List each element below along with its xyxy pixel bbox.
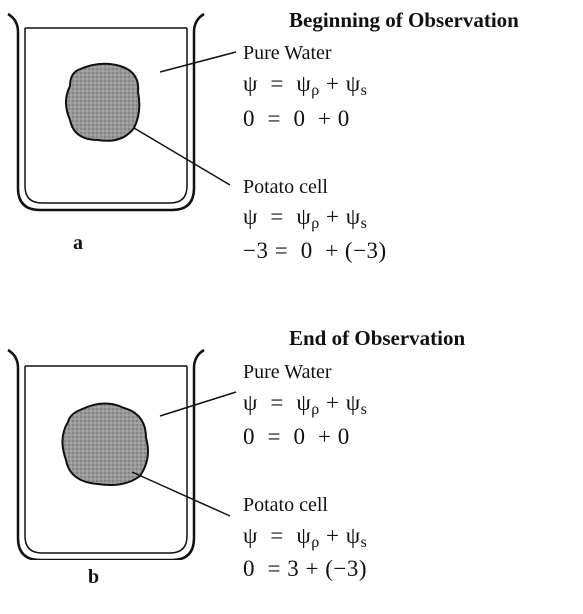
water-label-a: Pure Water: [243, 42, 332, 64]
panel-a: Beginning of Observation Pure Water ψ = …: [0, 0, 583, 294]
cell-equation-b: ψ = ψρ + ψs: [243, 523, 368, 551]
cell-equation-a: ψ = ψρ + ψs: [243, 204, 368, 232]
heading-b: End of Observation: [289, 326, 466, 350]
panel-label-b: b: [88, 566, 100, 588]
beaker-b: [7, 348, 237, 560]
water-values-a: 0 = 0 + 0: [243, 106, 350, 131]
beaker-a: [7, 12, 237, 212]
panel-b: End of Observation Pure Water ψ = ψρ + ψ…: [0, 320, 583, 614]
water-equation-b: ψ = ψρ + ψs: [243, 390, 368, 418]
potato-cell: [61, 402, 149, 486]
water-equation-a: ψ = ψρ + ψs: [243, 71, 368, 99]
beaker-inner-wall: [24, 366, 188, 554]
water-label-b: Pure Water: [243, 361, 332, 383]
beaker-outline: [7, 12, 205, 212]
cell-values-a: −3 = 0 + (−3): [243, 238, 387, 263]
water-pointer-line: [159, 391, 237, 417]
cell-pointer-line: [133, 127, 231, 186]
heading-a: Beginning of Observation: [289, 8, 519, 32]
cell-values-b: 0 = 3 + (−3): [243, 556, 367, 581]
cell-label-a: Potato cell: [243, 176, 328, 198]
cell-label-b: Potato cell: [243, 494, 328, 516]
beaker-outline: [7, 348, 205, 560]
panel-label-a: a: [73, 232, 83, 254]
cell-pointer-line: [131, 471, 231, 517]
potato-cell: [65, 62, 141, 142]
beaker-inner-wall: [24, 28, 188, 204]
water-pointer-line: [159, 51, 237, 73]
water-values-b: 0 = 0 + 0: [243, 424, 350, 449]
